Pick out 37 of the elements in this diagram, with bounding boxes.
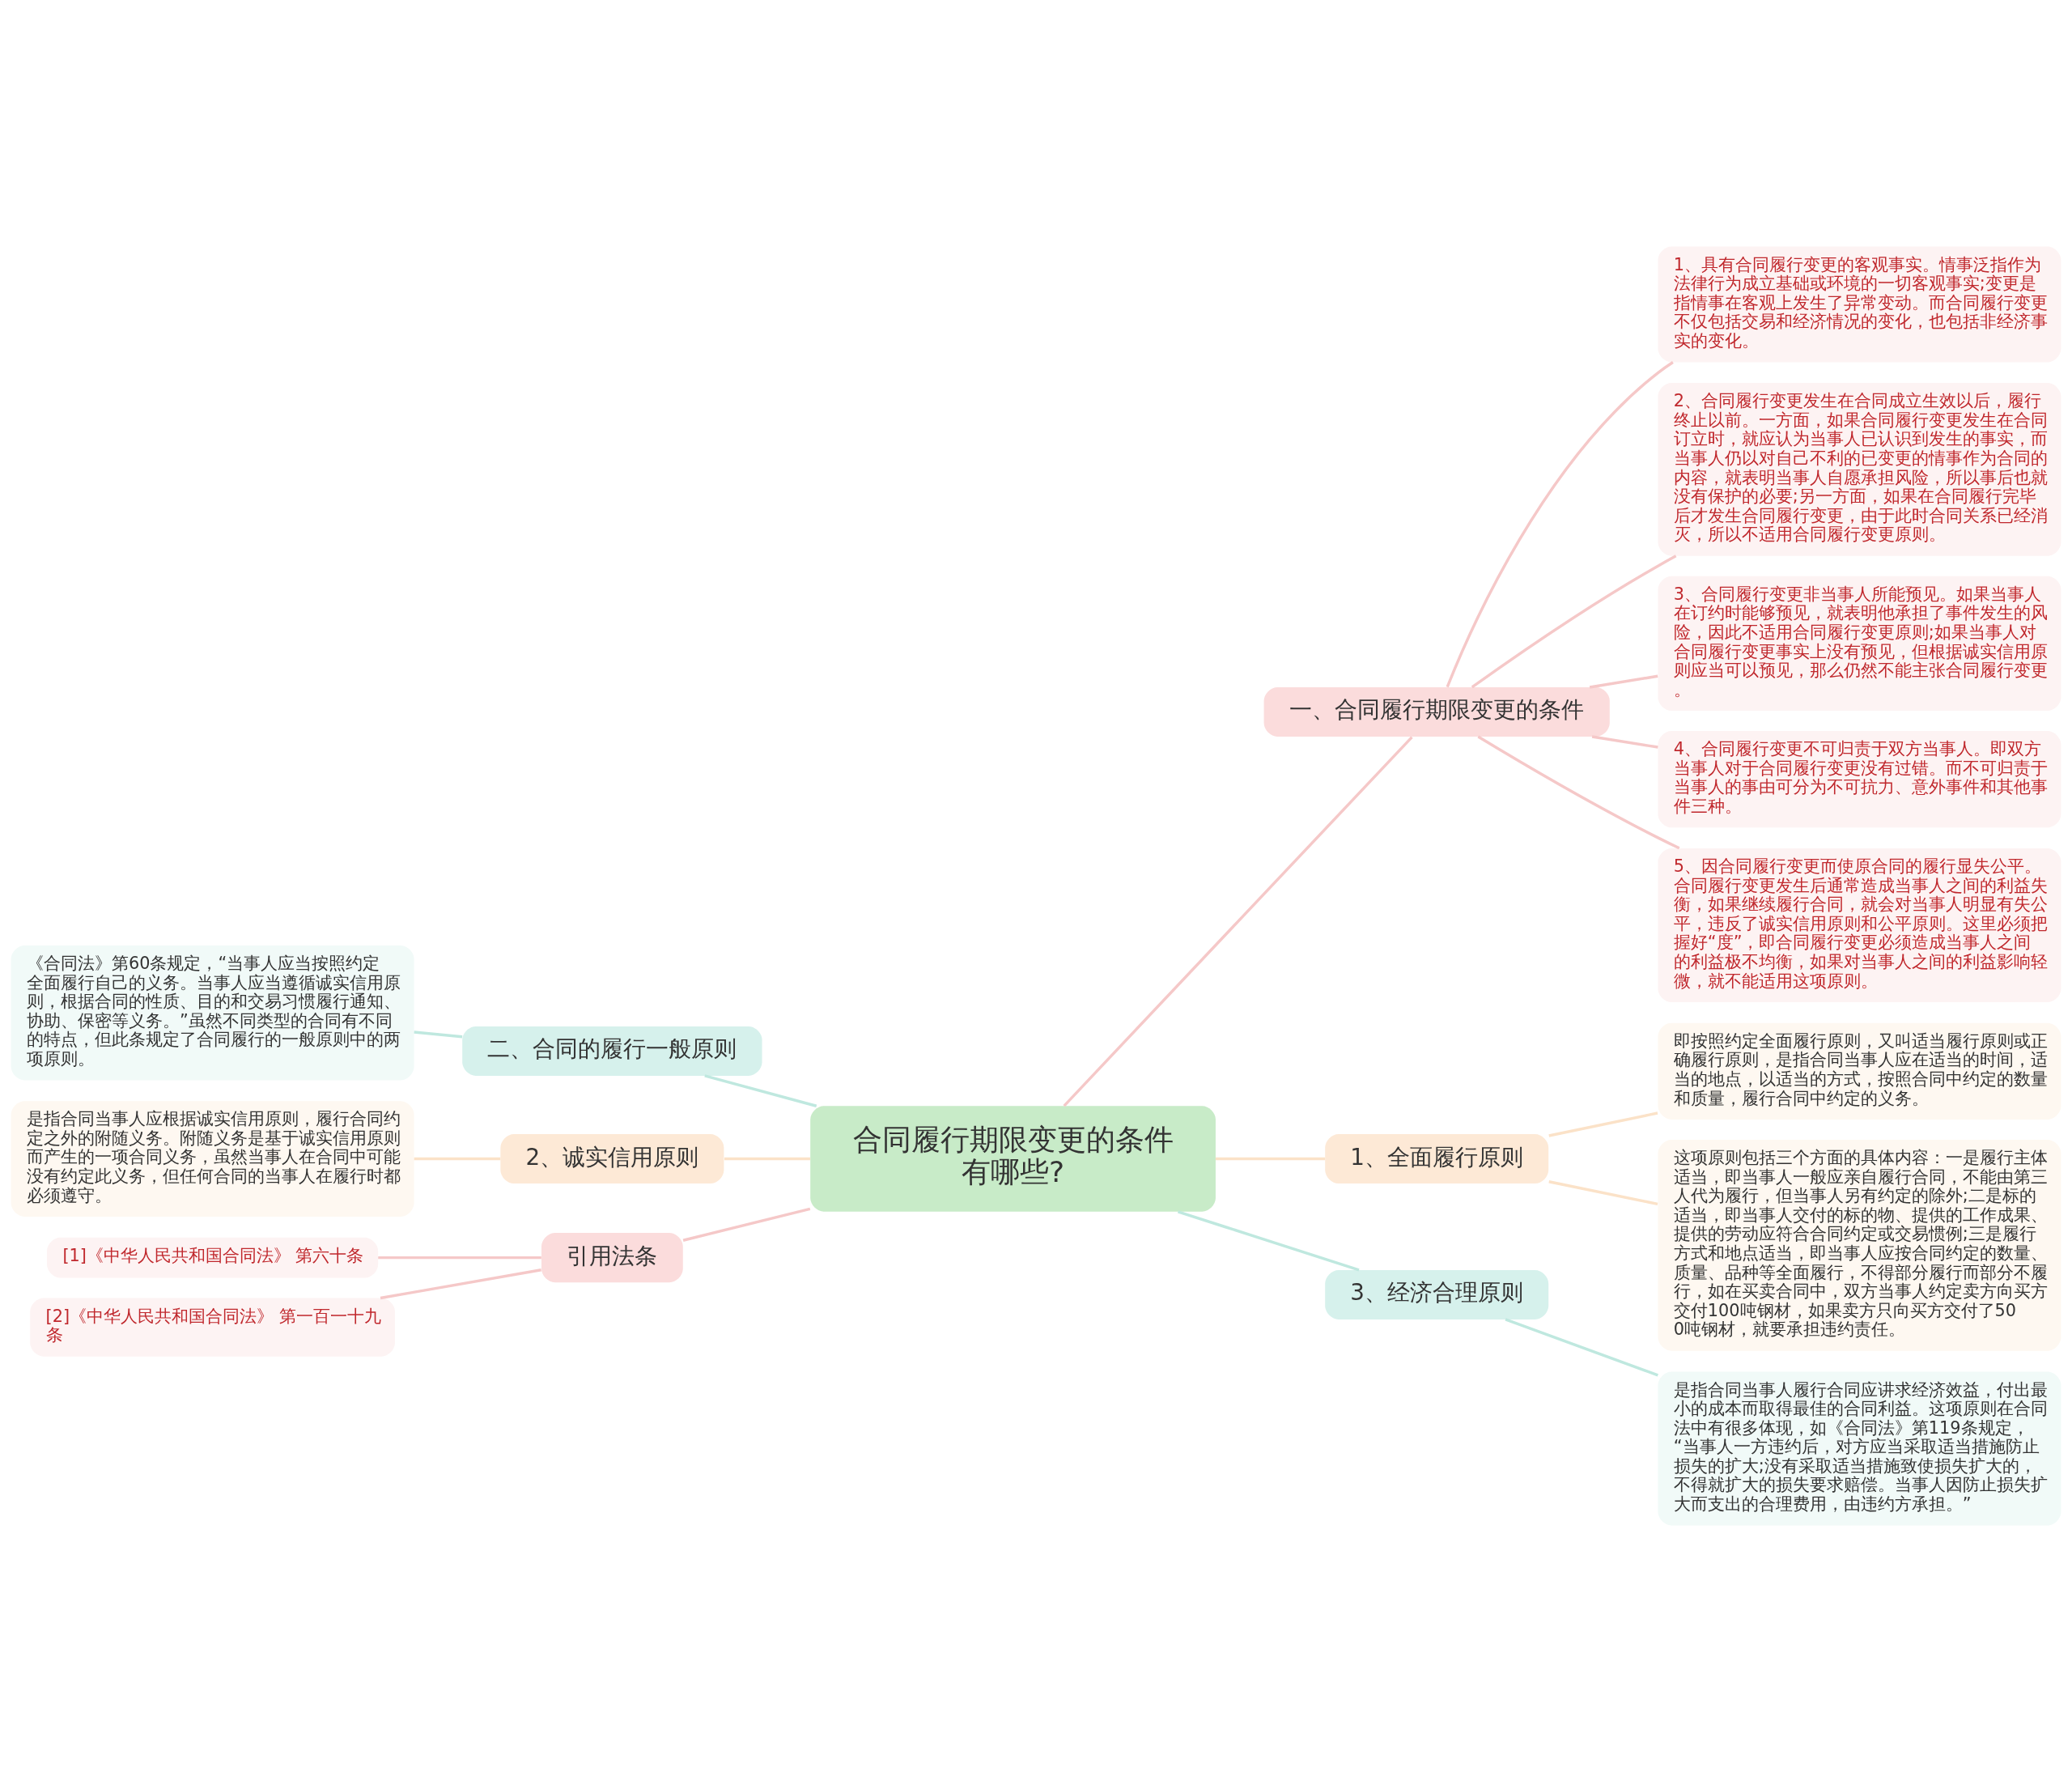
node-box: 4、合同履行变更不可归责于双方当事人。即双方当事人对于合同履行变更没有过错。而不可归责于当事人的事由可分为不可抗力、意外事件和其他事件三种。 bbox=[1658, 731, 2061, 828]
node-box: 2、诚实信用原则 bbox=[500, 1134, 724, 1184]
connector bbox=[380, 1268, 541, 1300]
connector bbox=[1446, 361, 1674, 688]
connector bbox=[1548, 1180, 1658, 1206]
connector bbox=[1215, 1157, 1326, 1161]
node-box: [2]《中华人民共和国合同法》 第一百一十九条 bbox=[30, 1298, 395, 1357]
connector bbox=[1477, 735, 1680, 850]
node-box: 一、合同履行期限变更的条件 bbox=[1263, 687, 1610, 737]
connector bbox=[1177, 1210, 1360, 1272]
node-box: [1]《中华人民共和国合同法》 第六十条 bbox=[46, 1237, 379, 1278]
connector bbox=[1471, 555, 1677, 689]
node-box: 是指合同当事人应根据诚实信用原则，履行合同约定之外的附随义务。附随义务是基于诚实信用原则而产生的一项合同义务，虽然当事人在合同中可能没有约定此义务，但任何合同的当事人在履行时都必须遵守。 bbox=[11, 1101, 414, 1217]
node-box: 1、全面履行原则 bbox=[1325, 1134, 1549, 1184]
connector bbox=[1591, 735, 1658, 749]
node-box: 5、因合同履行变更而使原合同的履行显失公平。合同履行变更发生后通常造成当事人之间的利益失衡，如果继续履行合同，就会对当事人明显有失公平，违反了诚实信用原则和公平原则。这里必须把握好“度”，即合同履行变更必须造成当事人之间的利益极不均衡，如果对当事人之间的利益影响轻微，就不能适用这项原则。 bbox=[1658, 848, 2061, 1003]
connector bbox=[414, 1030, 463, 1039]
node-box: 2、合同履行变更发生在合同成立生效以后，履行终止以前。一方面，如果合同履行变更发生在合同订立时，就应认为当事人已认识到发生的事实，而当事人仍以对自己不利的已变更的情事作为合同的内容，就表明当事人自愿承担风险，所以事后也就没有保护的必要;另一方面，如果在合同履行完毕后才发生合同履行变更，由于此时合同关系已经消灭，所以不适用合同履行变更原则。 bbox=[1658, 383, 2061, 556]
node-box: 引用法条 bbox=[541, 1233, 683, 1283]
node-box: 即按照约定全面履行原则，又叫适当履行原则或正确履行原则，是指合同当事人应在适当的时间，适当的地点，以适当的方式，按照合同中约定的数量和质量，履行合同中约定的义务。 bbox=[1658, 1022, 2061, 1120]
node-box: 这项原则包括三个方面的具体内容：一是履行主体适当，即当事人一般应亲自履行合同，不能由第三人代为履行，但当事人另有约定的除外;二是标的适当，即当事人交付的标的物、提供的工作成果、提供的劳动应符合合同约定或交易惯例;三是履行方式和地点适当，即当事人应按合同约定的数量、质量、品种等全面履行，不得部分履行而部分不履行，如在买卖合同中，双方当事人约定卖方向买方交付100吨钢材，如果卖方只向买方交付了500吨钢材，就要承担违约责任。 bbox=[1658, 1140, 2061, 1351]
connector bbox=[414, 1157, 501, 1161]
node-box: 《合同法》第60条规定，“当事人应当按照约定全面履行自己的义务。当事人应当遵循诚实信用原则，根据合同的性质、目的和交易习惯履行通知、协助、保密等义务。”虽然不同类型的合同有不同的特点，但此条规定了合同履行的一般原则中的两项原则。 bbox=[11, 945, 414, 1081]
connector bbox=[378, 1256, 541, 1260]
node-box: 3、经济合理原则 bbox=[1325, 1269, 1549, 1319]
connector bbox=[724, 1157, 811, 1161]
connector bbox=[1063, 736, 1413, 1107]
node-box: 二、合同的履行一般原则 bbox=[462, 1026, 762, 1076]
node-box: 是指合同当事人履行合同应讲求经济效益，付出最小的成本而取得最佳的合同利益。这项原则在合同法中有很多体现，如《合同法》第119条规定，“当事人一方违约后，对方应当采取适当措施防止损失的扩大;没有采取适当措施致使损失扩大的，不得就扩大的损失要求赔偿。当事人因防止损失扩大而支出的合理费用，由违约方承担。” bbox=[1658, 1371, 2061, 1526]
connector bbox=[704, 1074, 817, 1107]
node-box: 1、具有合同履行变更的客观事实。情事泛指作为法律行为成立基础或环境的一切客观事实;变更是指情事在客观上发生了异常变动。而合同履行变更不仅包括交易和经济情况的变化，也包括非经济事实的变化。 bbox=[1658, 246, 2061, 363]
node-box: 3、合同履行变更非当事人所能预见。如果当事人在订约时能够预见，就表明他承担了事件发生的风险，因此不适用合同履行变更原则;如果当事人对合同履行变更事实上没有预见，但根据诚实信用原则应当可以预见，那么仍然不能主张合同履行变更。 bbox=[1658, 576, 2061, 712]
connector bbox=[1548, 1111, 1658, 1137]
connector bbox=[1589, 674, 1658, 689]
connector bbox=[682, 1207, 811, 1242]
connector bbox=[1505, 1318, 1658, 1377]
node-box: 合同履行期限变更的条件有哪些? bbox=[810, 1106, 1216, 1212]
